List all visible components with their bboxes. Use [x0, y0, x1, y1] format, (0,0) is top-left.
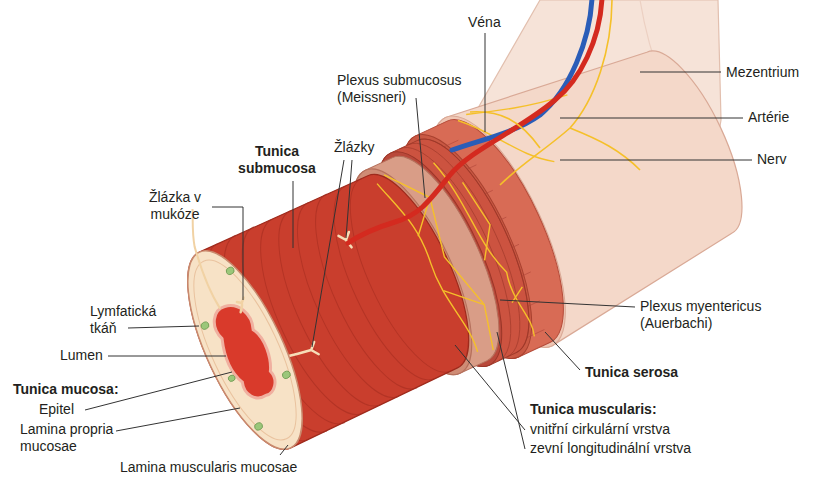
mucosa-tube: [165, 158, 492, 464]
anatomy-label: Mezentrium: [726, 64, 799, 81]
anatomy-label: Tunica submucosa: [232, 143, 322, 177]
artery: [348, 0, 602, 243]
anatomy-label: Epitel: [39, 401, 74, 418]
lymph-nodules: [183, 263, 306, 434]
leader-lines: [85, 33, 752, 455]
gland: [236, 298, 249, 313]
lumen-shape: [206, 298, 285, 405]
anatomy-label: Plexus submucosus (Meissneri): [337, 72, 477, 106]
anatomy-label: Lumen: [60, 347, 103, 364]
anatomy-label: Lymfatická tkáň: [90, 303, 172, 337]
nerve-plexus: [366, 72, 654, 369]
anatomy-label: vnitřní cirkulární vrstva: [530, 421, 670, 438]
anatomy-label: Tunica mucosa:: [13, 381, 119, 398]
anatomy-label: Tunica serosa: [585, 364, 678, 381]
anatomy-label: Lamina propria mucosae: [20, 421, 130, 455]
mucosa-cross-section: [165, 236, 325, 464]
anatomy-label: Nerv: [757, 151, 787, 168]
anatomy-label: zevní longitudinální vrstva: [530, 440, 691, 457]
intestine-tube: [147, 0, 774, 480]
anatomy-label: Tunica muscularis:: [530, 401, 657, 418]
anatomy-label: Artérie: [748, 109, 789, 126]
anatomy-label: Véna: [468, 14, 501, 31]
anatomy-label: Lamina muscularis mucosae: [120, 459, 297, 476]
anatomy-label: Plexus myentericus (Auerbachi): [640, 298, 780, 332]
gland-duct: [176, 209, 236, 309]
anatomy-label: Žlázky: [334, 139, 374, 156]
anatomy-label: Žlázka v mukóze: [135, 189, 215, 223]
lamina-boundary: [174, 247, 317, 453]
